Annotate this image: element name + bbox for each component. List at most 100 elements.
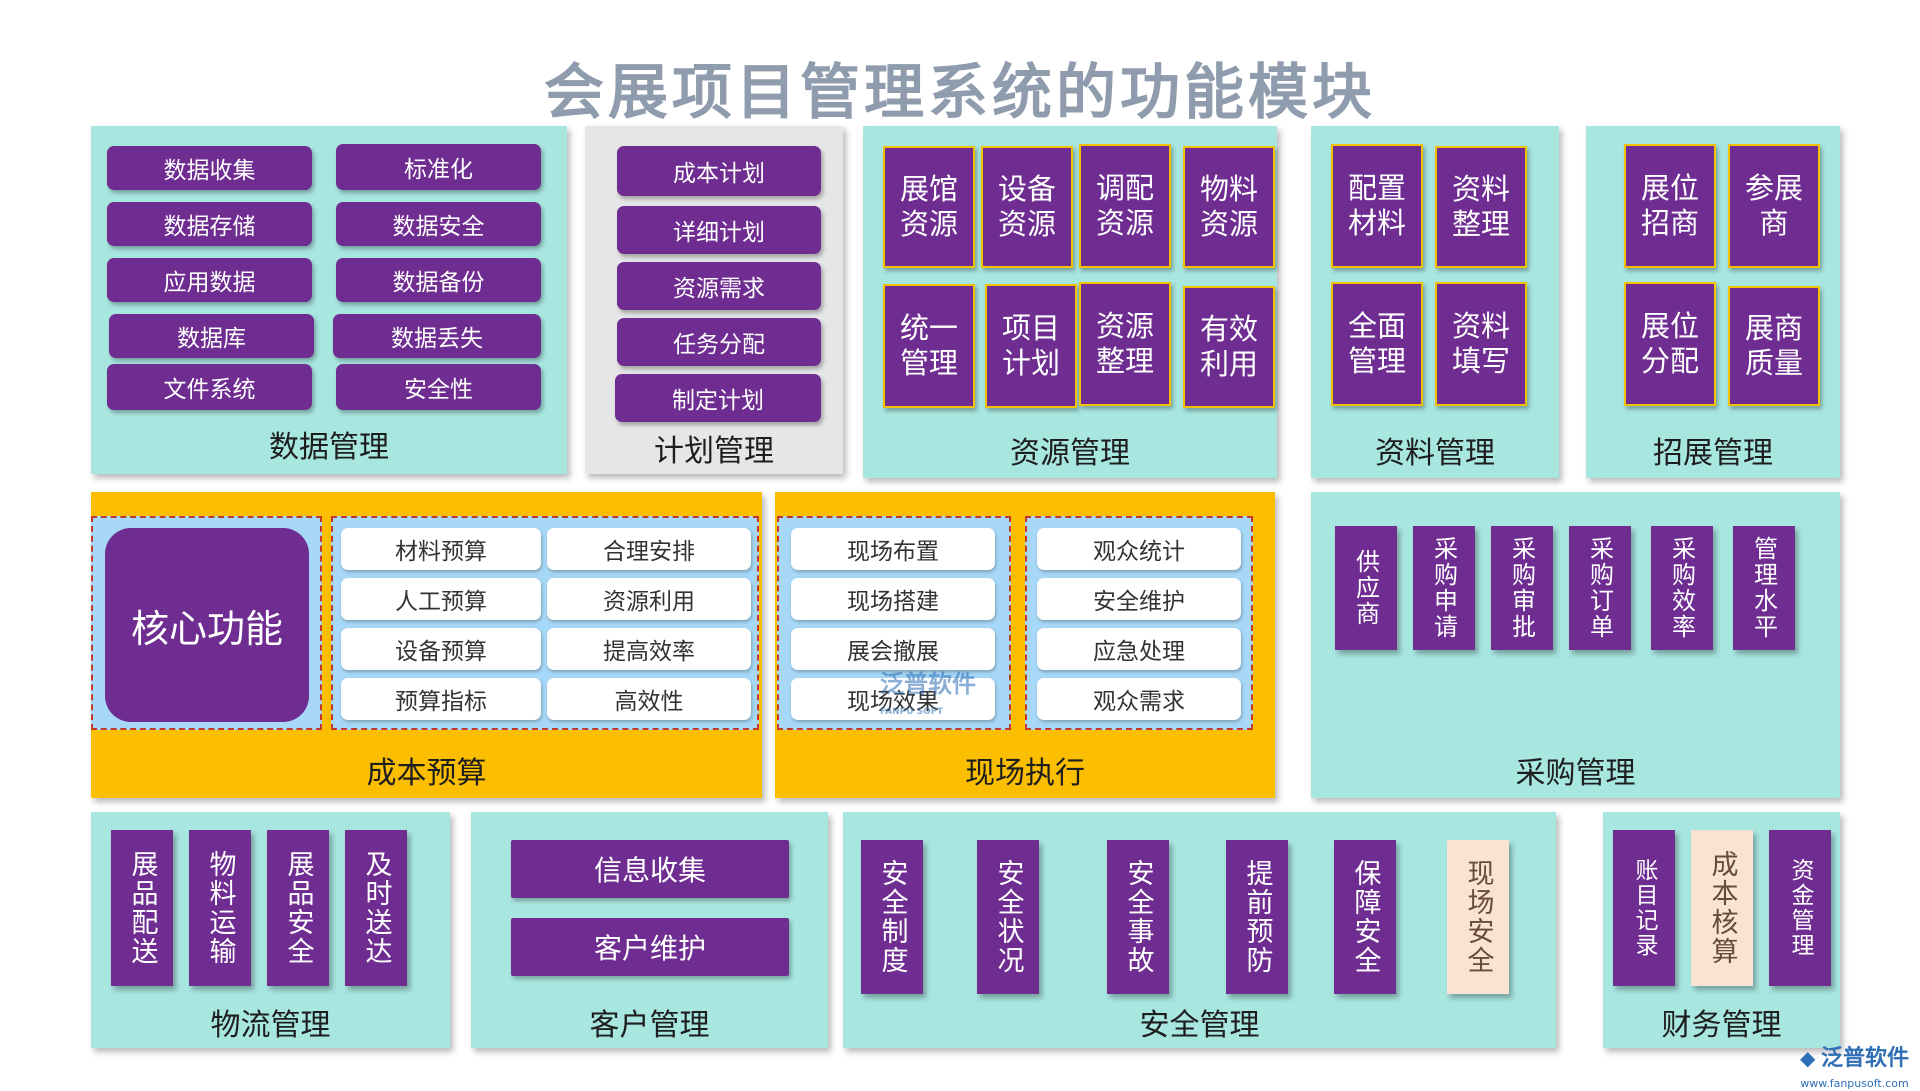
module-item-label: 管理水平 <box>1749 536 1778 640</box>
module-item[interactable]: 信息收集 <box>511 840 789 898</box>
panel-label: 资源管理 <box>1010 436 1130 471</box>
module-item[interactable]: 客户维护 <box>511 918 789 976</box>
safety-management-panel: 安全制度 安全状况 安全事故 提前预防 保障安全 现场安全 安全管理 <box>843 812 1556 1048</box>
module-item[interactable]: 资金管理 <box>1769 830 1831 986</box>
module-item-label: 安全事故 <box>1122 859 1154 975</box>
module-item[interactable]: 详细计划 <box>617 206 821 254</box>
module-item[interactable]: 资源需求 <box>617 262 821 310</box>
module-item-label: 采购效率 <box>1667 536 1696 640</box>
module-item[interactable]: 文件系统 <box>107 364 312 410</box>
module-item-label: 及时送达 <box>360 850 392 966</box>
module-item[interactable]: 资料整理 <box>1435 146 1527 268</box>
module-item-label: 采购订单 <box>1585 536 1614 640</box>
cost-budget-panel: 核心功能 材料预算 合理安排 人工预算 资源利用 设备预算 提高效率 预算指标 … <box>91 492 762 798</box>
panel-label: 客户管理 <box>589 1008 710 1043</box>
watermark-corner: ◆ 泛普软件 www.fanpusoft.com <box>1800 1040 1909 1091</box>
module-item[interactable]: 现场布置 <box>791 528 995 570</box>
module-item[interactable]: 设备预算 <box>341 628 541 670</box>
module-item[interactable]: 观众统计 <box>1037 528 1241 570</box>
module-item[interactable]: 标准化 <box>336 144 541 190</box>
module-item[interactable]: 高效性 <box>547 678 751 720</box>
module-item[interactable]: 数据库 <box>109 314 314 358</box>
module-item[interactable]: 观众需求 <box>1037 678 1241 720</box>
watermark-corner-url: www.fanpusoft.com <box>1800 1077 1909 1090</box>
module-item[interactable]: 提前预防 <box>1226 840 1288 994</box>
module-item[interactable]: 资源利用 <box>547 578 751 620</box>
module-item[interactable]: 数据安全 <box>336 202 541 246</box>
panel-label: 数据管理 <box>269 430 389 465</box>
module-item[interactable]: 人工预算 <box>341 578 541 620</box>
module-item-label: 展品安全 <box>282 850 314 966</box>
module-item-label: 物料运输 <box>204 850 236 966</box>
module-item[interactable]: 预算指标 <box>341 678 541 720</box>
module-item[interactable]: 安全制度 <box>861 840 923 994</box>
module-item[interactable]: 展会撤展 <box>791 628 995 670</box>
module-item[interactable]: 参展商 <box>1728 144 1820 268</box>
module-item[interactable]: 展品配送 <box>111 830 173 986</box>
module-item[interactable]: 资源整理 <box>1079 282 1171 406</box>
module-item[interactable]: 采购审批 <box>1491 526 1553 650</box>
panel-label: 招展管理 <box>1653 436 1773 471</box>
panel-label: 资料管理 <box>1375 436 1495 471</box>
module-item[interactable]: 采购效率 <box>1651 526 1713 650</box>
panel-label: 采购管理 <box>1515 756 1636 791</box>
module-item-label: 展品配送 <box>126 850 158 966</box>
module-item[interactable]: 应用数据 <box>107 258 312 302</box>
module-item[interactable]: 供应商 <box>1335 526 1397 650</box>
module-item[interactable]: 采购申请 <box>1413 526 1475 650</box>
onsite-left-box: 现场布置 现场搭建 展会撤展 现场效果 <box>777 516 1011 730</box>
module-item[interactable]: 现场效果 <box>791 678 995 720</box>
module-item-label: 采购审批 <box>1507 536 1536 640</box>
module-item[interactable]: 合理安排 <box>547 528 751 570</box>
module-item[interactable]: 材料预算 <box>341 528 541 570</box>
core-function-label[interactable]: 核心功能 <box>105 528 309 722</box>
fanpu-logo-icon: ◆ <box>1800 1046 1816 1070</box>
material-management-panel: 配置材料 资料整理 全面管理 资料填写 资料管理 <box>1311 126 1559 478</box>
module-item[interactable]: 数据备份 <box>336 258 541 302</box>
module-item[interactable]: 安全性 <box>336 364 541 410</box>
module-item[interactable]: 物料资源 <box>1183 146 1275 268</box>
panel-label: 物流管理 <box>210 1008 331 1043</box>
module-item[interactable]: 及时送达 <box>345 830 407 986</box>
module-item[interactable]: 展商质量 <box>1728 286 1820 406</box>
exhibitor-management-panel: 展位招商 参展商 展位分配 展商质量 招展管理 <box>1586 126 1840 478</box>
module-item[interactable]: 物料运输 <box>189 830 251 986</box>
data-management-panel: 数据收集 标准化 数据存储 数据安全 应用数据 数据备份 数据库 数据丢失 文件… <box>91 126 567 474</box>
module-item[interactable]: 数据丢失 <box>333 314 541 358</box>
watermark-center-sub: FANPU SOFT <box>880 707 944 717</box>
module-item[interactable]: 安全维护 <box>1037 578 1241 620</box>
module-item[interactable]: 展位分配 <box>1624 282 1716 406</box>
module-item[interactable]: 安全状况 <box>977 840 1039 994</box>
watermark-corner-text: 泛普软件 <box>1820 1046 1909 1071</box>
module-item[interactable]: 统一管理 <box>883 284 975 408</box>
module-item[interactable]: 全面管理 <box>1331 282 1423 406</box>
module-item[interactable]: 现场安全 <box>1447 840 1509 994</box>
module-item[interactable]: 账目记录 <box>1613 830 1675 986</box>
module-item[interactable]: 制定计划 <box>615 374 821 422</box>
module-item[interactable]: 现场搭建 <box>791 578 995 620</box>
purchase-management-panel: 供应商 采购申请 采购审批 采购订单 采购效率 管理水平 采购管理 <box>1311 492 1840 798</box>
module-item[interactable]: 应急处理 <box>1037 628 1241 670</box>
module-item[interactable]: 提高效率 <box>547 628 751 670</box>
module-item[interactable]: 展品安全 <box>267 830 329 986</box>
module-item[interactable]: 数据收集 <box>107 146 312 190</box>
module-item-label: 账目记录 <box>1631 858 1657 958</box>
module-item[interactable]: 采购订单 <box>1569 526 1631 650</box>
finance-management-panel: 账目记录 成本核算 资金管理 财务管理 <box>1603 812 1840 1048</box>
module-item[interactable]: 项目计划 <box>985 284 1077 408</box>
module-item[interactable]: 成本核算 <box>1691 830 1753 986</box>
module-item[interactable]: 调配资源 <box>1079 144 1171 268</box>
module-item[interactable]: 配置材料 <box>1331 144 1423 268</box>
module-item[interactable]: 数据存储 <box>107 202 312 246</box>
module-item[interactable]: 展馆资源 <box>883 146 975 268</box>
module-item[interactable]: 任务分配 <box>617 318 821 366</box>
module-item[interactable]: 保障安全 <box>1334 840 1396 994</box>
page-title: 会展项目管理系统的功能模块 <box>544 58 1376 128</box>
module-item[interactable]: 成本计划 <box>617 146 821 196</box>
module-item[interactable]: 设备资源 <box>981 146 1073 268</box>
module-item[interactable]: 展位招商 <box>1624 144 1716 268</box>
module-item[interactable]: 资料填写 <box>1435 282 1527 406</box>
module-item[interactable]: 管理水平 <box>1733 526 1795 650</box>
module-item[interactable]: 有效利用 <box>1183 286 1275 408</box>
module-item[interactable]: 安全事故 <box>1107 840 1169 994</box>
